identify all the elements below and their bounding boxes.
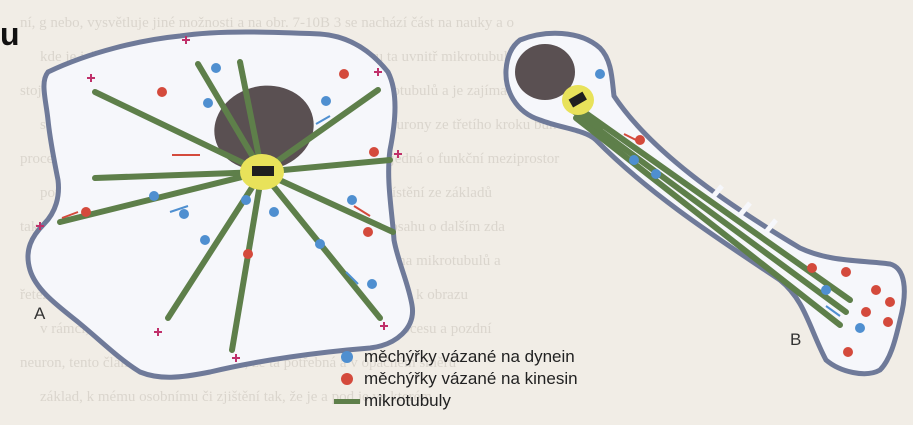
legend-label-microtubule: mikrotubuly [364,391,451,411]
microtubule-line-icon [334,399,360,404]
kinesin-vesicle [243,249,253,259]
plus-mark [394,150,402,158]
legend-label-dynein: měchýřky vázané na dynein [364,347,575,367]
dynein-vesicle [367,279,377,289]
dynein-vesicle [651,169,661,179]
kinesin-vesicle [635,135,645,145]
kinesin-vesicle [861,307,871,317]
cell-a-membrane [28,32,413,377]
kinesin-vesicle [841,267,851,277]
dynein-vesicle [211,63,221,73]
kinesin-vesicle [339,69,349,79]
dynein-vesicle [347,195,357,205]
dynein-vesicle [203,98,213,108]
cell-a [28,32,413,377]
dynein-vesicle [269,207,279,217]
panel-a-label: A [34,304,45,324]
microtubule [572,110,846,312]
legend-label-kinesin: měchýřky vázané na kinesin [364,369,578,389]
kinesin-vesicle [843,347,853,357]
legend-item-microtubule: mikrotubuly [330,390,578,412]
kinesin-vesicle [807,263,817,273]
dynein-vesicle [595,69,605,79]
dynein-vesicle [315,239,325,249]
kinesin-vesicle [871,285,881,295]
dynein-vesicle [241,195,251,205]
centriole-a [252,166,274,176]
kinesin-vesicle [363,227,373,237]
dynein-vesicle [179,209,189,219]
kinesin-vesicle [369,147,379,157]
heading-letter: u [0,16,20,53]
dynein-vesicle [200,235,210,245]
dynein-vesicle [629,155,639,165]
kinesin-vesicle [157,87,167,97]
dynein-vesicle [855,323,865,333]
kinesin-vesicle [81,207,91,217]
kinesin-vesicle [885,297,895,307]
microtubule [576,118,840,325]
legend-item-dynein: měchýřky vázané na dynein [330,346,578,368]
kinesin-vesicle [883,317,893,327]
panel-b-label: B [790,330,801,350]
dynein-vesicle [821,285,831,295]
dynein-vesicle [321,96,331,106]
dynein-dot-icon [341,351,353,363]
cell-b [506,33,904,373]
legend: měchýřky vázané na dynein měchýřky vázan… [330,346,578,412]
legend-item-kinesin: měchýřky vázané na kinesin [330,368,578,390]
dynein-vesicle [149,191,159,201]
kinesin-dot-icon [341,373,353,385]
